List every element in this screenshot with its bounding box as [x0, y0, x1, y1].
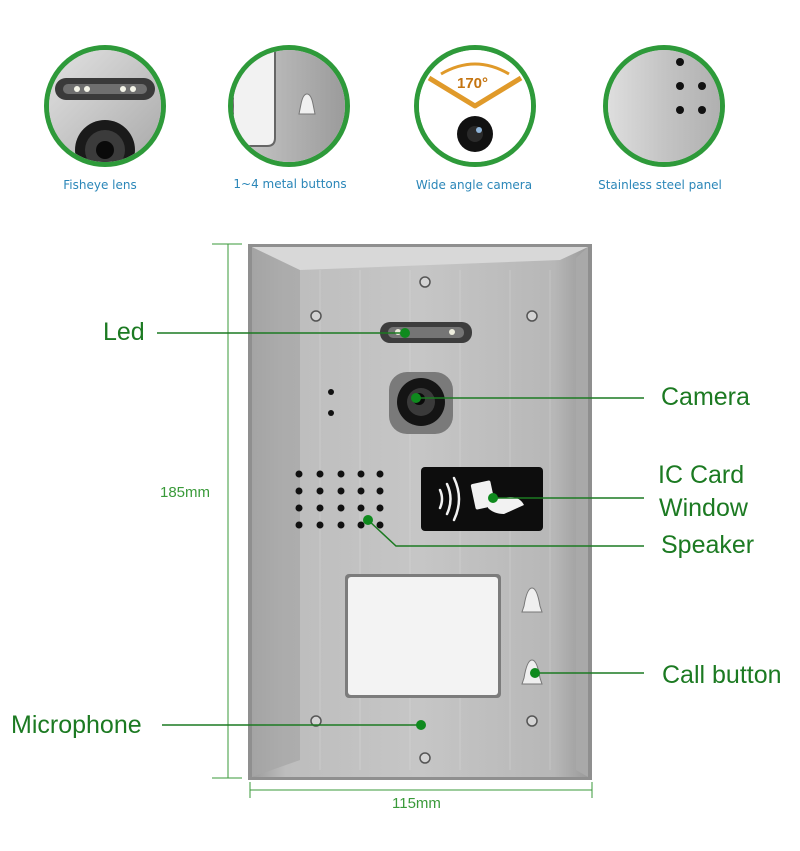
caption-steel-panel: Stainless steel panel [598, 178, 722, 192]
steel-panel-icon [608, 50, 720, 162]
label-ic-card-line1: IC Card [658, 461, 745, 489]
feature-metal-buttons [228, 45, 350, 167]
caption-metal-buttons: 1~4 metal buttons [233, 177, 347, 191]
dimension-width: 115mm [392, 795, 441, 812]
angle-badge: 170° [457, 75, 489, 92]
label-call-button: Call button [662, 661, 782, 689]
caption-wide-angle-camera: Wide angle camera [415, 178, 533, 192]
fisheye-lens-icon [49, 50, 161, 162]
camera-dot [411, 393, 421, 403]
dimension-height: 185mm [160, 484, 211, 501]
feature-steel-panel [603, 45, 725, 167]
call-button-dot [530, 668, 540, 678]
led-dot [400, 328, 410, 338]
label-microphone: Microphone [11, 711, 142, 739]
feature-fisheye-lens [44, 45, 166, 167]
caption-fisheye-lens: Fisheye lens [63, 178, 137, 192]
microphone-dot [416, 720, 426, 730]
label-led: Led [103, 318, 145, 346]
metal-button-icon [233, 50, 345, 162]
wide-angle-camera-icon [419, 50, 531, 162]
label-ic-card-line2: Window [659, 494, 748, 522]
feature-wide-angle-camera: 170° [414, 45, 536, 167]
screw-icon [310, 276, 538, 764]
label-camera: Camera [661, 383, 750, 411]
ic-card-dot [488, 493, 498, 503]
label-speaker: Speaker [661, 531, 755, 559]
speaker-dot [363, 515, 373, 525]
